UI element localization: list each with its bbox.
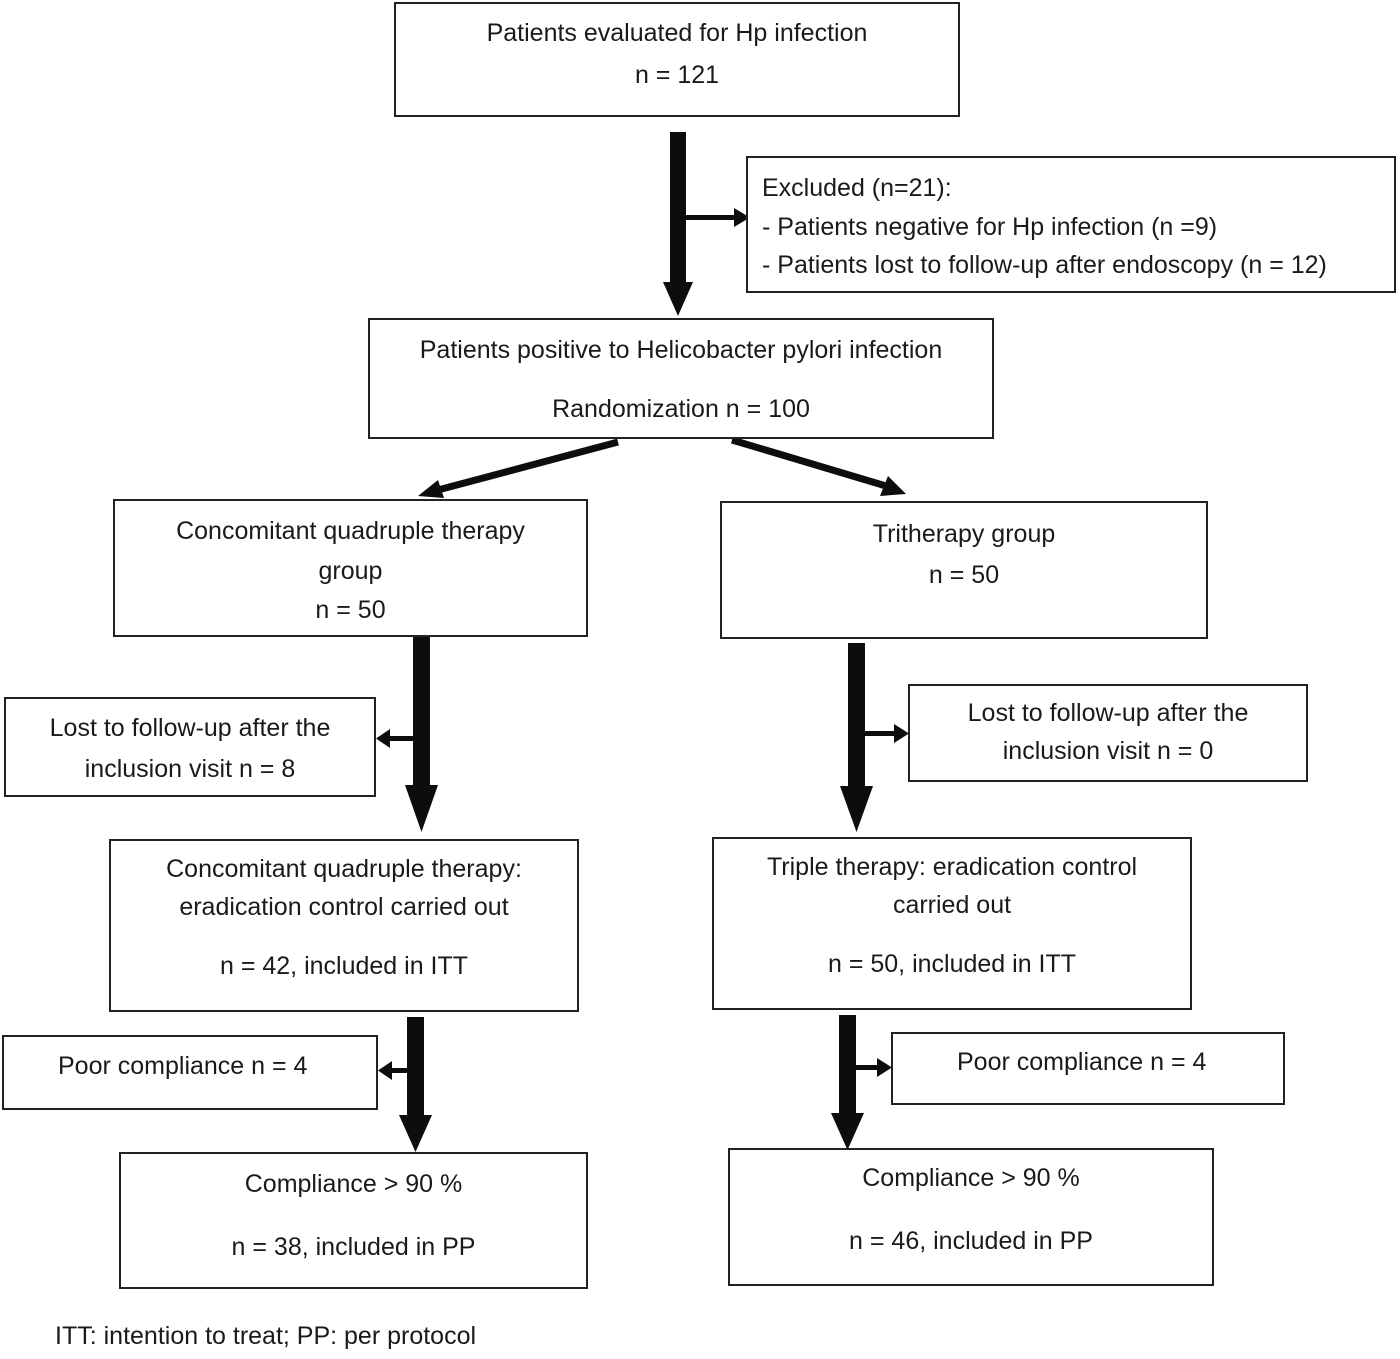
evaluated-title: Patients evaluated for Hp infection [486,19,868,47]
randomization-title: Patients positive to Helicobacter pylori… [419,336,943,364]
excluded-item-negative: - Patients negative for Hp infection (n … [762,213,1218,241]
left-compliance-title: Compliance > 90 % [244,1170,463,1198]
quadruple-group-line1: Concomitant quadruple therapy [176,517,525,545]
right-compliance-title: Compliance > 90 % [862,1164,1080,1192]
randomization-count: Randomization n = 100 [552,395,810,423]
box-left-lost-followup: Lost to follow-up after the inclusion vi… [4,697,376,797]
box-right-compliance: Compliance > 90 % n = 46, included in PP [728,1148,1214,1286]
arrow-left-group-to-control [405,637,438,832]
triple-control-line2: carried out [892,891,1012,919]
box-left-poor-compliance: Poor compliance n = 4 [2,1035,378,1110]
arrow-right-group-to-control [840,643,873,832]
footnote: ITT: intention to treat; PP: per protoco… [55,1322,477,1350]
arrow-to-right-poor [849,1058,892,1077]
triple-control-line1: Triple therapy: eradication control [766,853,1138,881]
arrow-to-right-lost [850,724,909,743]
box-randomization: Patients positive to Helicobacter pylori… [368,318,994,439]
arrow-to-excluded [686,208,750,227]
tritherapy-group-line1: Tritherapy group [872,520,1056,548]
box-excluded: Excluded (n=21): - Patients negative for… [746,156,1396,293]
arrow-right-control-to-compliance [831,1015,864,1150]
tritherapy-group-count: n = 50 [928,561,1000,589]
quadruple-group-line2: group [318,557,383,585]
box-triple-control: Triple therapy: eradication control carr… [712,837,1192,1010]
right-compliance-count: n = 46, included in PP [849,1227,1093,1255]
box-quadruple-group: Concomitant quadruple therapy group n = … [113,499,588,637]
left-lost-line1: Lost to follow-up after the [49,714,331,742]
arrow-top-to-randomization [663,132,693,316]
right-lost-line1: Lost to follow-up after the [967,699,1249,727]
quadruple-control-count: n = 42, included in ITT [219,952,469,980]
right-lost-line2: inclusion visit n = 0 [1002,737,1214,765]
arrow-to-left-poor [378,1061,407,1080]
quadruple-group-count: n = 50 [315,596,386,624]
box-right-lost-followup: Lost to follow-up after the inclusion vi… [908,684,1308,782]
box-right-poor-compliance: Poor compliance n = 4 [891,1032,1285,1105]
box-tritherapy-group: Tritherapy group n = 50 [720,501,1208,639]
right-poor-text: Poor compliance n = 4 [957,1048,1207,1076]
arrow-to-left-lost [376,729,413,748]
box-quadruple-control: Concomitant quadruple therapy: eradicati… [109,839,579,1012]
left-compliance-count: n = 38, included in PP [231,1233,476,1261]
quadruple-control-line2: eradication control carried out [179,893,509,921]
evaluated-count: n = 121 [634,61,720,89]
excluded-item-lost: - Patients lost to follow-up after endos… [762,251,1327,279]
arrow-randomization-to-left-group [418,438,619,498]
quadruple-control-line1: Concomitant quadruple therapy: [166,855,522,883]
triple-control-count: n = 50, included in ITT [827,950,1077,978]
arrow-randomization-to-right-group [730,436,906,496]
excluded-title: Excluded (n=21): [762,174,952,202]
box-patients-evaluated: Patients evaluated for Hp infection n = … [394,2,960,117]
box-left-compliance: Compliance > 90 % n = 38, included in PP [119,1152,588,1289]
left-lost-line2: inclusion visit n = 8 [84,755,296,783]
arrow-left-control-to-compliance [399,1017,432,1152]
left-poor-text: Poor compliance n = 4 [58,1052,308,1080]
